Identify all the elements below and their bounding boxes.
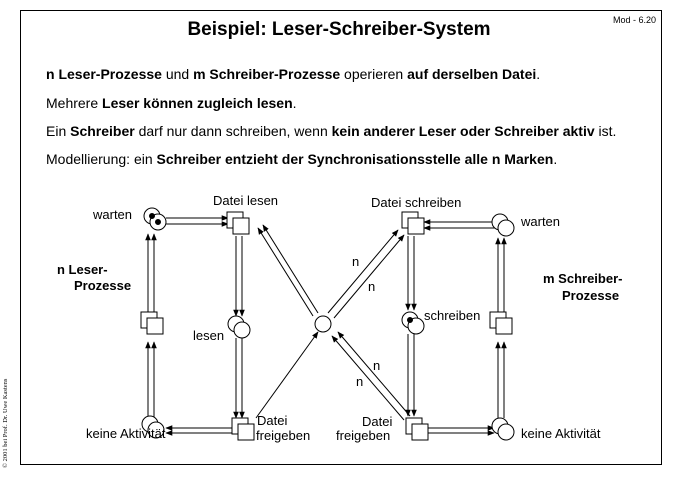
label-datei-freigeben-right-2: freigeben [336, 428, 390, 443]
transition-datei-freigeben-left [237, 423, 255, 441]
arc [255, 331, 319, 419]
petri-net-nodes [140, 207, 515, 441]
text-segment: . [553, 151, 558, 167]
transition-datei-lesen [232, 217, 250, 235]
text-segment: Schreiber [70, 123, 135, 139]
text-segment: . [292, 95, 297, 111]
transition-right-mid [495, 317, 513, 335]
text-segment: und [161, 66, 194, 82]
petri-net-arcs [145, 215, 507, 436]
text-segment: Leser [102, 95, 140, 111]
arc-weight-n: n [356, 374, 363, 389]
label-keine-aktivitaet-right: keine Aktivität [521, 426, 601, 441]
arc [262, 224, 319, 314]
group-label-leser-2: Prozesse [74, 278, 131, 293]
label-warten-right: warten [520, 214, 560, 229]
text-segment: Ein [46, 123, 71, 139]
text-segment: operieren [340, 66, 408, 82]
arc [333, 234, 405, 319]
text-segment: darf nur dann schreiben, wenn [134, 123, 332, 139]
arc [257, 227, 314, 317]
label-lesen: lesen [193, 328, 224, 343]
label-datei-freigeben-left-2: freigeben [256, 428, 310, 443]
label-schreiben: schreiben [424, 308, 480, 323]
text-line-3: Ein Schreiber darf nur dann schreiben, w… [46, 123, 616, 139]
label-datei-lesen: Datei lesen [213, 193, 278, 208]
group-label-leser-1: n Leser- [57, 262, 108, 277]
place-lesen [233, 321, 251, 339]
place-warten-right [497, 219, 515, 237]
page-title: Beispiel: Leser-Schreiber-System [187, 19, 491, 40]
text-segment: können zugleich lesen [143, 95, 293, 111]
group-label-schreiber-1: m Schreiber- [543, 271, 622, 286]
arc [337, 331, 411, 417]
text-line-4: Modellierung: ein Schreiber entzieht der… [46, 151, 557, 167]
transition-datei-freigeben-right [411, 423, 429, 441]
transition-left-mid [146, 317, 164, 335]
text-segment: auf derselben Datei [407, 66, 537, 82]
text-segment: kein anderer Leser oder Schreiber aktiv [331, 123, 595, 139]
text-line-1: n Leser-Prozesse und m Schreiber-Prozess… [46, 66, 540, 82]
text-segment: m Schreiber-Prozesse [193, 66, 341, 82]
text-segment: . [536, 66, 541, 82]
arc-weight-n: n [352, 254, 359, 269]
label-datei-freigeben-left-1: Datei [257, 413, 287, 428]
place-keine-aktivitaet-left [147, 421, 165, 439]
label-datei-freigeben-right-1: Datei [362, 414, 392, 429]
text-segment: n Leser-Prozesse [46, 66, 162, 82]
label-datei-schreiben: Datei schreiben [371, 195, 461, 210]
token [149, 213, 155, 219]
token [407, 317, 413, 323]
transition-datei-schreiben [407, 217, 425, 235]
slide-frame [20, 10, 662, 465]
arc [327, 229, 399, 314]
place-synchronisation [314, 315, 332, 333]
arc-weight-n: n [373, 358, 380, 373]
text-line-2: Mehrere Leser können zugleich lesen. [46, 95, 297, 111]
arc-weight-n: n [368, 279, 375, 294]
label-warten-left: warten [92, 207, 132, 222]
text-segment: Mehrere [46, 95, 103, 111]
place-keine-aktivitaet-right [497, 423, 515, 441]
text-segment: ist. [594, 123, 617, 139]
label-keine-aktivitaet-left: keine Aktivität [86, 426, 166, 441]
slide-id: Mod - 6.20 [612, 15, 656, 25]
text-segment: Schreiber entzieht der Synchronisationss… [156, 151, 554, 167]
text-segment: Modellierung: ein [46, 151, 157, 167]
group-label-schreiber-2: Prozesse [562, 288, 619, 303]
arc [331, 335, 405, 421]
token [155, 219, 161, 225]
